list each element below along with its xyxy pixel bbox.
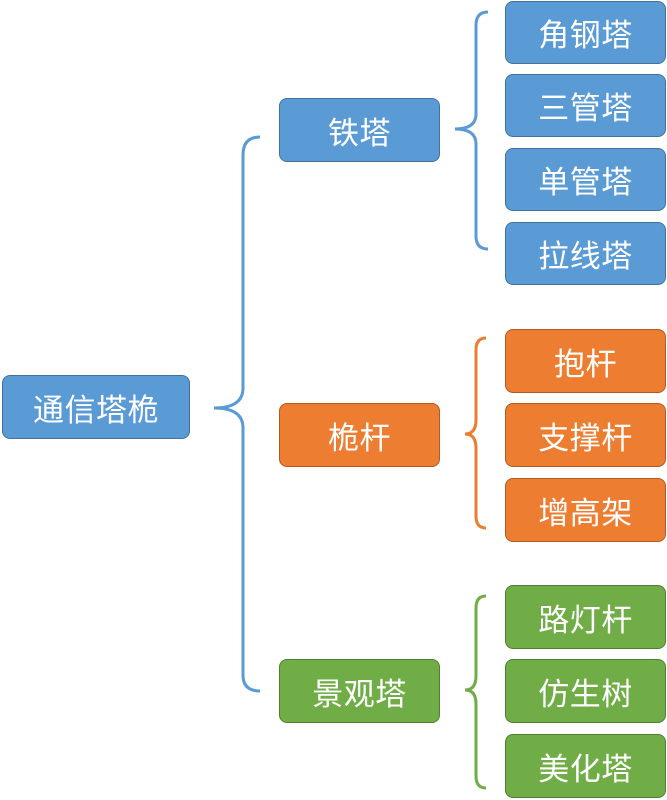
root-node[interactable]: 通信塔桅 (2, 375, 190, 439)
weigan-brace (464, 336, 487, 530)
branch-label: 景观塔 (312, 676, 407, 713)
leaf-label: 单管塔 (538, 165, 633, 201)
branch-node-jingguanta[interactable]: 景观塔 (279, 659, 440, 723)
leaf-node[interactable]: 增高架 (505, 478, 666, 542)
leaf-node[interactable]: 抱杆 (505, 329, 666, 393)
leaf-label: 抱杆 (554, 346, 617, 383)
leaf-node[interactable]: 路灯杆 (505, 585, 666, 649)
leaf-label: 角钢塔 (538, 18, 633, 54)
leaf-node[interactable]: 拉线塔 (505, 222, 666, 285)
leaf-node[interactable]: 支撑杆 (505, 403, 666, 467)
leaf-label: 路灯杆 (538, 602, 633, 639)
branch-label: 桅杆 (328, 420, 391, 457)
leaf-node[interactable]: 三管塔 (505, 74, 666, 137)
leaf-label: 仿生树 (538, 676, 633, 713)
jingguan-brace (464, 594, 487, 790)
leaf-label: 三管塔 (538, 91, 633, 127)
leaf-node[interactable]: 单管塔 (505, 148, 666, 211)
leaf-node[interactable]: 仿生树 (505, 659, 666, 723)
main-brace (213, 135, 261, 693)
branch-label: 铁塔 (328, 115, 391, 152)
tieta-brace (454, 10, 489, 251)
leaf-label: 美化塔 (538, 751, 633, 788)
leaf-label: 支撑杆 (538, 420, 633, 457)
branch-node-tieta[interactable]: 铁塔 (279, 98, 440, 162)
leaf-label: 增高架 (538, 495, 633, 532)
branch-node-weigan[interactable]: 桅杆 (279, 403, 440, 467)
leaf-node[interactable]: 美化塔 (505, 734, 666, 798)
leaf-node[interactable]: 角钢塔 (505, 1, 666, 64)
leaf-label: 拉线塔 (538, 239, 633, 275)
root-label: 通信塔桅 (33, 392, 159, 429)
